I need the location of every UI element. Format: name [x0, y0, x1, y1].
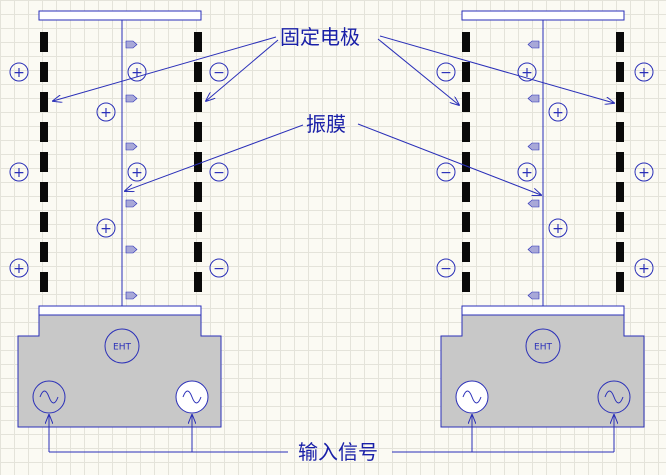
right-charge-symbols: − − − + + + + + + + [436, 62, 654, 278]
plus-icon: + [9, 162, 29, 182]
plus-icon: + [634, 162, 654, 182]
right-housing [440, 314, 645, 428]
right-fixed-electrode-a [462, 32, 470, 292]
svg-text:+: + [552, 105, 564, 121]
svg-text:+: + [131, 165, 143, 181]
sine-wave-icon [597, 380, 631, 414]
plus-icon: + [96, 102, 116, 122]
left-housing [17, 314, 222, 428]
svg-text:+: + [521, 65, 533, 81]
svg-text:+: + [521, 165, 533, 181]
right-fixed-electrode-b [616, 32, 624, 292]
left-fixed-electrode-a [40, 32, 48, 292]
plus-icon: + [9, 62, 29, 82]
minus-icon: − [436, 258, 456, 278]
svg-text:EHT: EHT [534, 343, 552, 353]
sine-wave-icon [175, 380, 209, 414]
plus-icon: + [127, 62, 147, 82]
right-bottom-bar [461, 305, 625, 316]
sine-wave-icon [32, 380, 66, 414]
eht-icon: EHT [525, 328, 561, 364]
callout-arrows [53, 35, 614, 195]
svg-text:−: − [440, 165, 452, 181]
right-diaphragm-tabs [527, 40, 540, 300]
minus-icon: − [209, 258, 229, 278]
left-charge-symbols: + + + + + + + − − − [9, 62, 229, 278]
left-speaker: + + + + + + + − − − EHT [9, 10, 229, 428]
left-diaphragm-tabs [125, 40, 138, 300]
minus-icon: − [209, 162, 229, 182]
plus-icon: + [517, 62, 537, 82]
eht-icon: EHT [104, 328, 140, 364]
plus-icon: + [96, 218, 116, 238]
minus-icon: − [436, 162, 456, 182]
plus-icon: + [548, 218, 568, 238]
svg-text:+: + [13, 261, 25, 277]
svg-text:−: − [213, 65, 225, 81]
minus-icon: − [209, 62, 229, 82]
svg-text:+: + [638, 65, 650, 81]
right-top-bar [461, 10, 625, 21]
left-bottom-bar [38, 305, 202, 316]
plus-icon: + [517, 162, 537, 182]
svg-text:−: − [440, 261, 452, 277]
svg-text:+: + [100, 105, 112, 121]
svg-text:−: − [440, 65, 452, 81]
svg-text:+: + [100, 221, 112, 237]
input-signal-wiring [49, 415, 614, 453]
plus-icon: + [9, 258, 29, 278]
svg-text:−: − [213, 261, 225, 277]
svg-text:+: + [13, 65, 25, 81]
sine-wave-icon [455, 380, 489, 414]
minus-icon: − [436, 62, 456, 82]
plus-icon: + [634, 62, 654, 82]
svg-text:+: + [131, 65, 143, 81]
plus-icon: + [548, 102, 568, 122]
svg-text:+: + [13, 165, 25, 181]
left-fixed-electrode-b [194, 32, 202, 292]
plus-icon: + [127, 162, 147, 182]
left-top-bar [38, 10, 202, 21]
plus-icon: + [634, 258, 654, 278]
right-speaker: − − − + + + + + + + EHT [436, 10, 654, 428]
input-signal-label: 输入信号 [298, 440, 378, 464]
svg-text:−: − [213, 165, 225, 181]
svg-text:+: + [638, 165, 650, 181]
svg-text:EHT: EHT [113, 343, 131, 353]
fixed-electrode-label: 固定电极 [280, 25, 360, 49]
svg-text:+: + [638, 261, 650, 277]
diaphragm-label: 振膜 [306, 112, 346, 136]
svg-text:+: + [552, 221, 564, 237]
